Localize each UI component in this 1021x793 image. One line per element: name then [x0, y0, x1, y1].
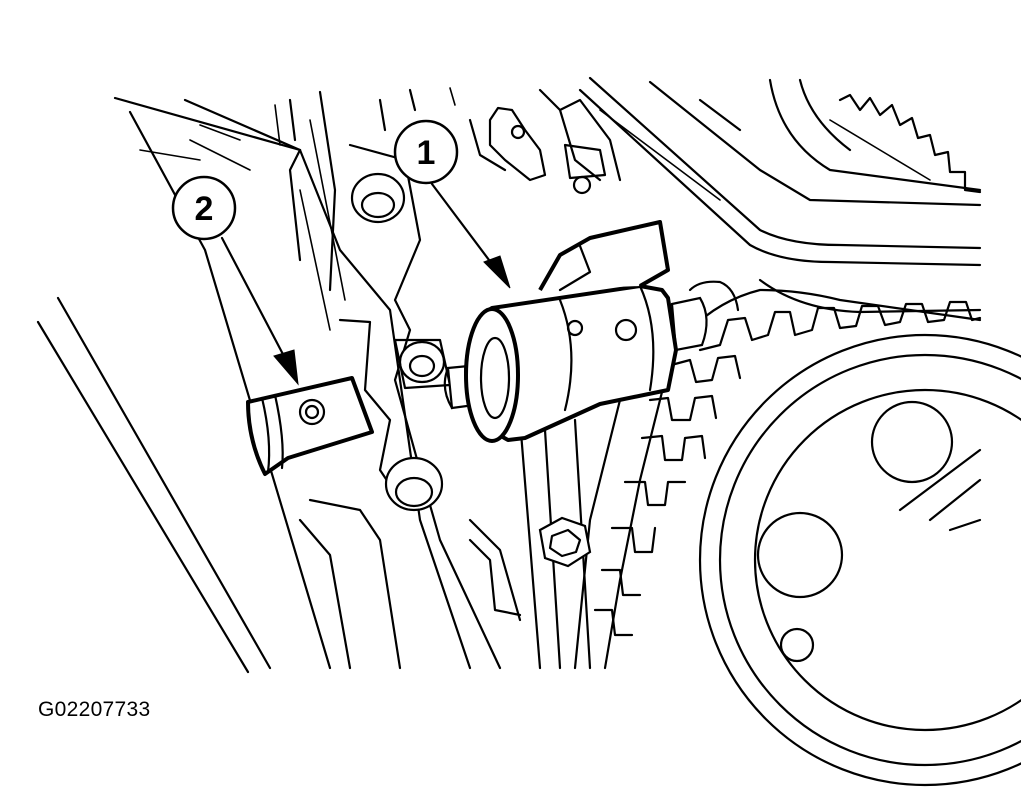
tool-2 — [246, 376, 374, 476]
upper-gear — [829, 93, 982, 194]
crank-sprocket — [698, 333, 1021, 787]
figure-id: G02207733 — [38, 698, 151, 721]
center-rods — [468, 418, 592, 670]
block-bolt-holes — [350, 172, 452, 512]
callout-2: 2 — [171, 175, 237, 241]
tool-1 — [443, 220, 708, 443]
engine-block-outline — [36, 87, 502, 674]
callout-1-label: 1 — [417, 134, 436, 172]
callout-1: 1 — [393, 119, 459, 185]
callout-2-label: 2 — [195, 190, 214, 228]
timing-cover-outline — [578, 76, 982, 314]
leader-lines — [220, 182, 511, 386]
bracket — [468, 88, 622, 195]
